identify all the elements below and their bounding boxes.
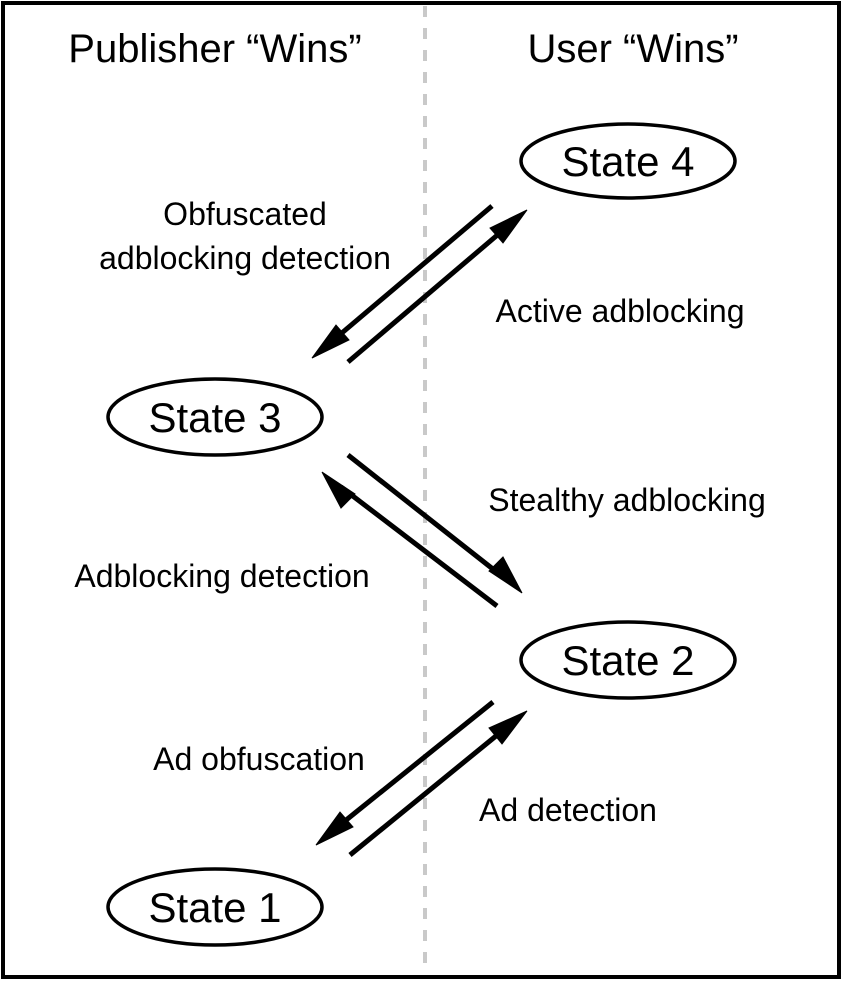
column-header-user: User “Wins” (527, 27, 738, 71)
transition-label-obfuscated-adblocking-detection-line2: adblocking detection (99, 240, 391, 276)
state-ellipse (519, 122, 737, 200)
transition-obfuscated-adblocking-detection[interactable] (311, 204, 494, 359)
transition-label-obfuscated-adblocking-detection-line1: Obfuscated (163, 196, 327, 232)
transition-label-adblocking-detection: Adblocking detection (74, 558, 369, 594)
transition-label-stealthy-adblocking: Stealthy adblocking (488, 482, 766, 518)
arrowhead-down-left-icon (311, 324, 350, 359)
transition-label-ad-obfuscation: Ad obfuscation (153, 741, 365, 777)
transition-adblocking-detection[interactable] (321, 471, 499, 608)
state-ellipse (106, 377, 324, 457)
transition-ad-obfuscation[interactable] (315, 700, 495, 846)
arrowhead-up-left-icon (321, 471, 356, 509)
transition-label-active-adblocking: Active adblocking (495, 293, 744, 329)
arrowhead-up-right-icon (488, 710, 528, 745)
column-header-publisher: Publisher “Wins” (68, 27, 361, 71)
state-label: State 4 (561, 138, 694, 185)
state-label: State 3 (148, 394, 281, 441)
transition-arrow-shaft (328, 204, 494, 345)
transition-arrow-shaft (333, 700, 495, 831)
state-node-state1[interactable]: State 1 (106, 867, 324, 947)
transition-arrow-shaft (346, 224, 510, 364)
transition-arrow-shaft (346, 453, 505, 579)
state-node-state3[interactable]: State 3 (106, 377, 324, 457)
state-node-state2[interactable]: State 2 (519, 620, 737, 700)
arrowhead-down-right-icon (488, 556, 523, 594)
state-label: State 2 (561, 637, 694, 684)
transition-arrow-shaft (339, 485, 499, 608)
transition-ad-detection[interactable] (348, 710, 528, 857)
transition-arrow-shaft (348, 725, 509, 857)
transition-stealthy-adblocking[interactable] (346, 453, 523, 594)
state-ellipse (519, 620, 737, 700)
transition-active-adblocking[interactable] (346, 209, 528, 364)
state-ellipse (106, 867, 324, 947)
state-label: State 1 (148, 884, 281, 931)
transition-label-ad-detection: Ad detection (479, 792, 657, 828)
arrowhead-down-left-icon (315, 811, 354, 846)
state-node-state4[interactable]: State 4 (519, 122, 737, 200)
arrowhead-up-right-icon (489, 209, 528, 244)
